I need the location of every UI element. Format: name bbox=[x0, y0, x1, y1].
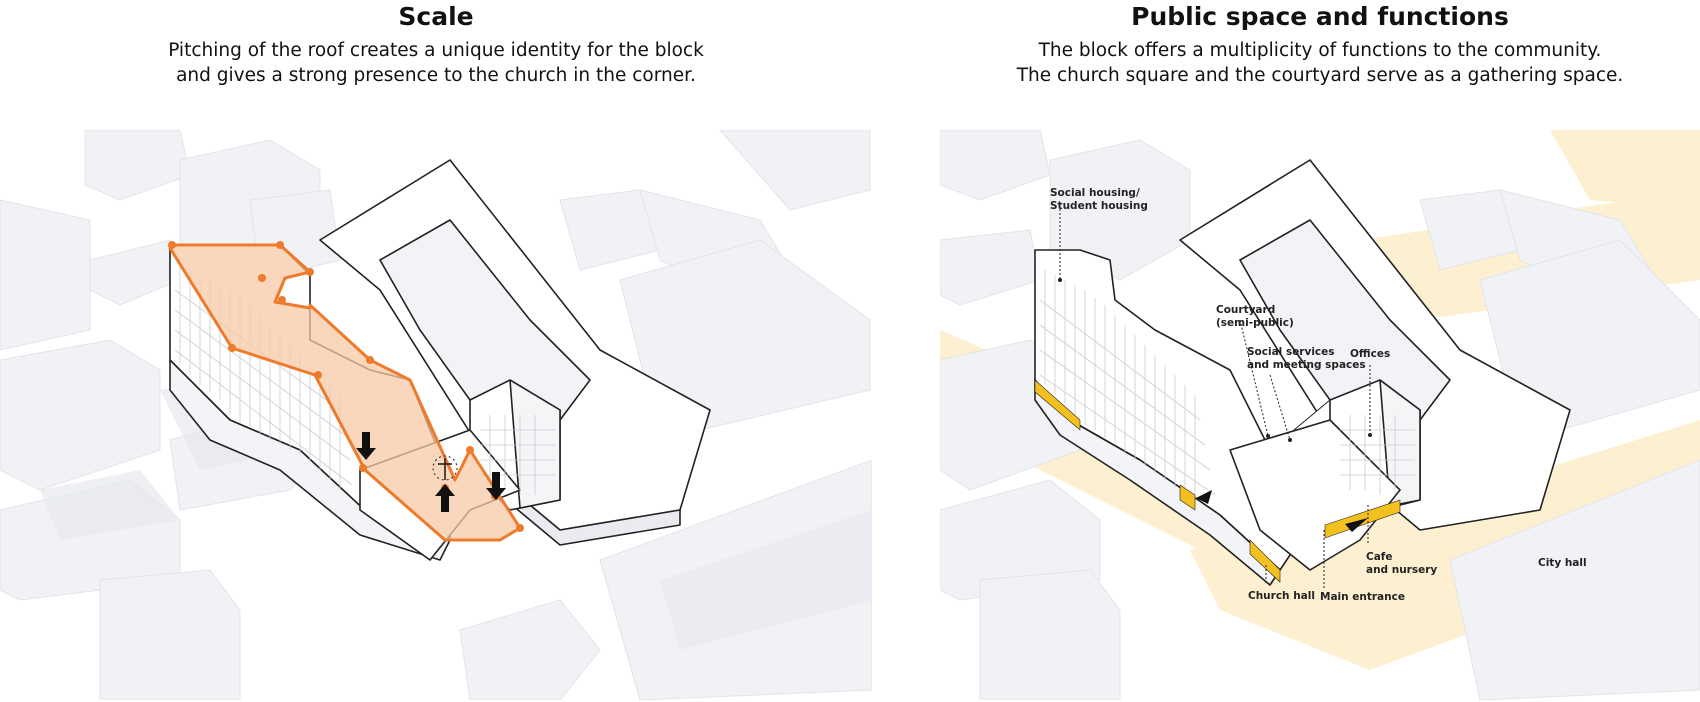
subtitle-line: The block offers a multiplicity of funct… bbox=[1038, 40, 1602, 61]
context-buildings bbox=[940, 130, 1700, 700]
subtitle-line: and gives a strong presence to the churc… bbox=[176, 65, 696, 86]
subtitle-line: The church square and the courtyard serv… bbox=[1016, 65, 1624, 86]
ground-floor-functions bbox=[1034, 379, 1401, 583]
label-courtyard: Courtyard bbox=[1216, 304, 1275, 316]
arrow-down-icon bbox=[356, 432, 376, 460]
label-church-hall: Church hall bbox=[1248, 590, 1315, 602]
function-labels: Social housing/ Student housing Courtyar… bbox=[1050, 187, 1587, 603]
panel-subtitle: The block offers a multiplicity of funct… bbox=[940, 38, 1700, 88]
leader-dots bbox=[1058, 278, 1372, 442]
facade-windows bbox=[1039, 270, 1415, 502]
housing-slab bbox=[1034, 249, 1401, 586]
axonometric-functions-diagram: Social housing/ Student housing Courtyar… bbox=[940, 130, 1700, 700]
axonometric-scale-diagram bbox=[0, 130, 872, 700]
label-offices: Offices bbox=[1350, 348, 1390, 360]
panel-title: Public space and functions bbox=[1131, 2, 1509, 31]
label-main-entrance: Main entrance bbox=[1320, 591, 1405, 603]
label-housing: Social housing/ bbox=[1050, 187, 1140, 199]
label-cafe: and nursery bbox=[1366, 564, 1437, 576]
label-social-services: Social services bbox=[1247, 346, 1335, 358]
label-courtyard: (semi-public) bbox=[1216, 317, 1294, 329]
panel-scale: Scale Pitching of the roof creates a uni… bbox=[0, 2, 872, 700]
church-cross-icon bbox=[432, 455, 458, 481]
main-block bbox=[1179, 159, 1571, 531]
label-cafe: Cafe bbox=[1366, 551, 1392, 563]
leader-lines bbox=[1059, 205, 1371, 590]
label-housing: Student housing bbox=[1050, 200, 1148, 212]
panel-public-space: Public space and functions The block off… bbox=[940, 0, 1700, 702]
entrance-arrow-icon bbox=[1196, 490, 1368, 532]
panel-title: Scale bbox=[398, 2, 474, 31]
subtitle-line: Pitching of the roof creates a unique id… bbox=[168, 40, 704, 61]
panel-subtitle: Pitching of the roof creates a unique id… bbox=[0, 38, 872, 88]
arrow-up-icon bbox=[435, 484, 455, 512]
label-social-services: and meeting spaces bbox=[1247, 359, 1366, 371]
label-city-hall: City hall bbox=[1538, 557, 1587, 569]
arrow-down-icon bbox=[486, 472, 506, 500]
